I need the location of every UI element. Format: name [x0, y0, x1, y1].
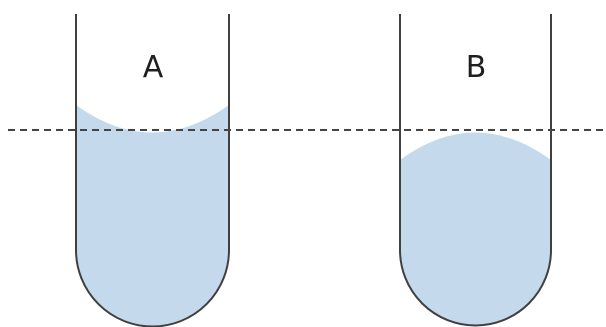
tube-a-liquid: [76, 105, 229, 327]
tube-a-label: A: [143, 50, 164, 85]
tube-a-glass: [75, 14, 230, 327]
tube-b-liquid: [400, 132, 551, 326]
tube-b-label: B: [466, 50, 487, 85]
tube-b-glass: [399, 14, 552, 327]
